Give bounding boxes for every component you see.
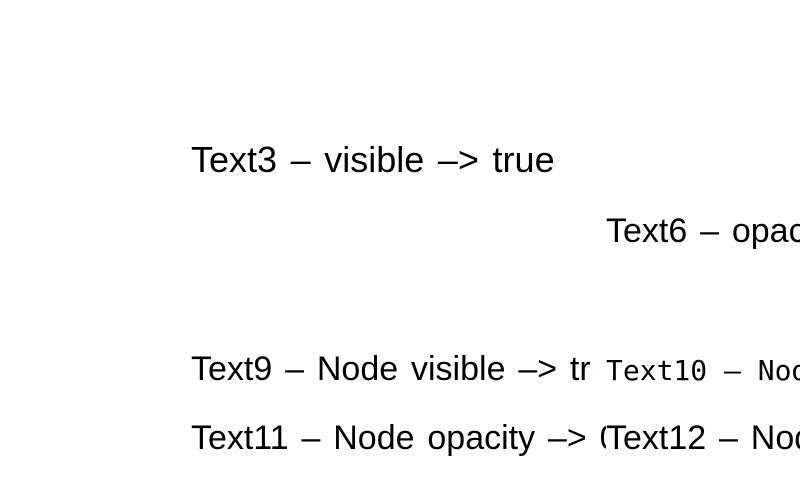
text-node-text9: Text9 – Node visible –> true (191, 352, 593, 388)
text-node-text12: Text12 – Node (606, 421, 800, 457)
text-node-text3: Text3 – visible –> true (191, 142, 555, 180)
text-node-text10: Text10 – Node (606, 357, 800, 387)
text-node-text11: Text11 – Node opacity –> 0 (191, 421, 606, 457)
text-node-text6: Text6 – opacity (606, 214, 800, 250)
